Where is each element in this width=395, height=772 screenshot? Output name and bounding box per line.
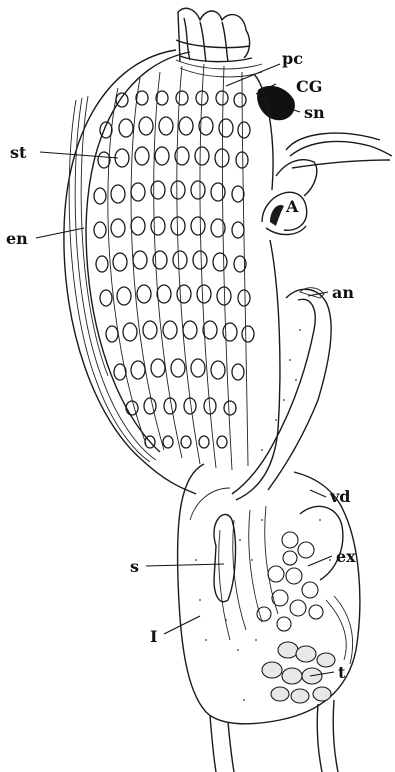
oral-siphon xyxy=(176,8,252,62)
leader-en xyxy=(36,228,84,238)
leader-ex xyxy=(308,556,332,566)
label-t: t xyxy=(338,663,346,682)
label-en: en xyxy=(6,229,28,248)
testis-lobes xyxy=(262,642,335,703)
label-st: st xyxy=(10,143,27,162)
label-ex: ex xyxy=(336,547,356,566)
label-an: an xyxy=(332,283,354,302)
leader-vd xyxy=(310,490,326,497)
label-vd: vd xyxy=(329,487,350,506)
label-s: s xyxy=(130,557,139,576)
leader-s xyxy=(146,564,224,566)
leader-pc xyxy=(226,64,280,86)
stigmata-grid xyxy=(94,91,254,448)
atrial-aperture xyxy=(262,192,307,234)
label-a: A xyxy=(285,197,299,216)
excretory-vesicles xyxy=(257,532,323,631)
leader-i xyxy=(164,616,200,634)
label-pc: pc xyxy=(282,49,303,68)
label-i: I xyxy=(150,627,157,646)
stippling xyxy=(195,329,331,701)
label-cg: CG xyxy=(296,77,322,96)
label-sn: sn xyxy=(304,103,325,122)
atrial-siphon xyxy=(276,133,392,196)
visceral-mass xyxy=(178,464,360,772)
branchial-sac xyxy=(64,50,280,500)
